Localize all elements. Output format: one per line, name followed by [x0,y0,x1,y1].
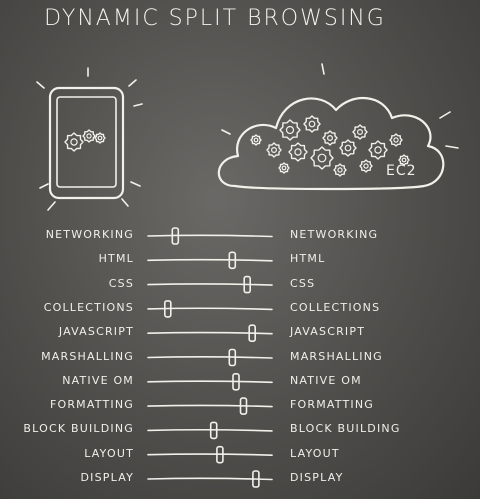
left-label: CSS [108,276,134,290]
slider-handle[interactable] [248,324,256,343]
slider-track [147,404,273,408]
slider-handle[interactable] [239,397,248,415]
gear-icon [352,124,368,140]
right-label: NATIVE OM [290,373,362,387]
slider-track [147,331,273,335]
left-label: NATIVE OM [62,373,134,387]
slider-handle[interactable] [228,348,237,367]
slider-handle[interactable] [209,421,218,440]
slider-handle[interactable] [243,275,251,294]
cloud-icon [217,63,459,191]
slider-handle[interactable] [232,372,240,391]
slider-4[interactable] [147,324,273,343]
left-label: COLLECTIONS [43,300,134,314]
left-label: DISPLAY [80,471,134,484]
gear-icon [64,132,84,152]
slider-handle[interactable] [228,251,237,270]
gear-icon [398,154,410,166]
slider-handle[interactable] [164,300,172,318]
right-label: FORMATTING [290,398,375,412]
left-label: JAVASCRIPT [58,325,134,339]
gear-icon [368,140,388,160]
page-title: DYNAMIC SPLIT BROWSING [44,6,386,31]
slider-3[interactable] [147,300,273,318]
slider-track [147,307,273,311]
slider-0[interactable] [147,227,273,245]
ec2-label: EC2 [386,163,417,179]
slider-10[interactable] [147,470,273,488]
phone-icon [36,67,143,211]
right-label: DISPLAY [290,471,344,484]
gear-icon [278,162,290,174]
gear-icon [82,129,96,143]
right-label: BLOCK BUILDING [290,422,401,436]
gear-icon [250,134,262,146]
slider-6[interactable] [147,372,273,391]
slider-track [147,283,273,286]
gear-icon [310,146,334,170]
gear-icon [94,132,106,144]
gear-icon [303,115,321,133]
slider-5[interactable] [147,348,273,367]
slider-handle[interactable] [216,445,224,464]
right-label: CSS [290,276,316,290]
right-label: NETWORKING [290,228,379,241]
gear-icon [333,163,347,177]
gear-icon [279,119,301,141]
gear-icon [322,130,338,146]
gear-icon [288,142,308,162]
slider-handle[interactable] [171,227,180,245]
gear-icon [389,133,403,147]
left-label: LAYOUT [84,446,134,460]
right-label: JAVASCRIPT [290,325,366,339]
gear-icon [359,159,373,173]
right-label: MARSHALLING [290,349,383,363]
right-label: LAYOUT [290,446,340,460]
slider-9[interactable] [147,445,273,464]
slider-2[interactable] [147,275,273,294]
slider-track [147,234,273,238]
gear-icon [266,142,282,158]
slider-8[interactable] [147,421,273,440]
slider-track [147,380,273,384]
left-label: NETWORKING [45,228,134,241]
slider-7[interactable] [147,397,273,415]
slider-track [147,453,273,456]
slider-track [147,258,273,262]
left-label: BLOCK BUILDING [23,422,134,436]
right-label: COLLECTIONS [290,300,381,314]
left-label: FORMATTING [49,398,134,412]
slider-handle[interactable] [252,470,260,488]
right-label: HTML [290,252,326,266]
gear-icon [339,139,357,157]
slider-1[interactable] [147,251,273,270]
slider-track [147,356,273,359]
left-label: HTML [98,252,134,266]
left-label: MARSHALLING [41,349,134,363]
